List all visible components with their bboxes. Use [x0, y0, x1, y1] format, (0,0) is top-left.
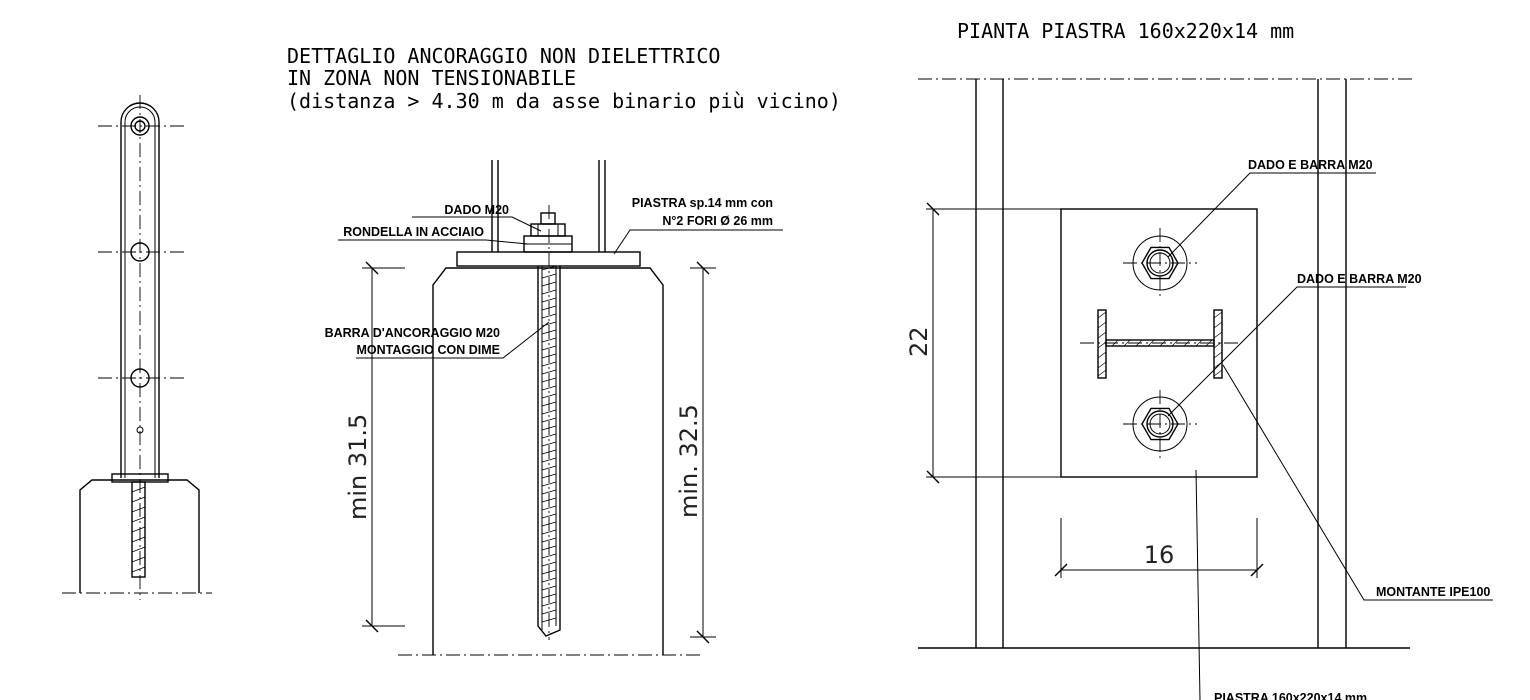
ipe-flange-left: [1097, 309, 1107, 379]
ipe-flange-right: [1213, 309, 1223, 379]
leader-dado: [412, 216, 542, 232]
section-bar-top: [540, 212, 556, 225]
label-dado: DADO M20: [444, 203, 509, 217]
label-piastra-plan: PIASTRA 160x220x14 mm: [1214, 691, 1367, 700]
dim-right-tick-bottom: [696, 630, 710, 644]
dim-left-text: min 31.5: [344, 414, 372, 520]
post-anchor-bar: [131, 481, 146, 578]
label-piastra-line1: PIASTRA sp.14 mm con: [632, 196, 773, 210]
ipe-hatch: [1097, 311, 1223, 377]
plan-bolt-bottom: [1123, 390, 1197, 460]
plan-dim-width-tick-left: [1054, 563, 1068, 577]
leader-dado-barra-top: [1167, 172, 1376, 258]
plan-dim-width-text: 16: [1144, 541, 1175, 569]
anchor-section-view: min 31.5 min. 32.5 DADO M20 RONDELLA IN …: [325, 160, 783, 656]
section-nut: [530, 223, 566, 237]
label-piastra-line2: N°2 FORI Ø 26 mm: [662, 214, 773, 228]
leader-piastra-plan: [1195, 469, 1201, 700]
label-montante: MONTANTE IPE100: [1376, 585, 1490, 599]
label-dado-barra-mid: DADO E BARRA M20: [1297, 272, 1422, 286]
dim-left-tick-bottom: [365, 619, 379, 633]
plan-title: PIANTA PIASTRA 160x220x14 mm: [957, 19, 1294, 43]
plan-dim-width-tick-right: [1250, 563, 1264, 577]
label-rondella: RONDELLA IN ACCIAIO: [343, 225, 484, 239]
leader-dado-barra-mid: [1167, 286, 1406, 417]
dim-left-tick-top: [365, 261, 379, 275]
leader-montante: [1222, 364, 1493, 601]
label-barra-line2: MONTAGGIO CON DIME: [356, 343, 500, 357]
detail-title-line2: IN ZONA NON TENSIONABILE: [287, 66, 576, 90]
detail-title-line1: DETTAGLIO ANCORAGGIO NON DIELETTRICO: [287, 44, 720, 68]
section-plate: [456, 251, 641, 267]
post-elevation-view: [62, 95, 212, 600]
plan-ipe-section: [1080, 309, 1240, 379]
detail-title-line3: (distanza > 4.30 m da asse binario più v…: [287, 89, 841, 113]
dim-right-text: min. 32.5: [675, 404, 703, 518]
dim-right-tick-top: [696, 261, 710, 275]
post-footing: [79, 479, 200, 593]
plan-bolt-top: [1123, 228, 1197, 300]
post-anchor-thread: [131, 486, 146, 573]
plate-plan-view: 22 16 DADO E BARRA M20 DADO E BARRA M20 …: [905, 78, 1493, 700]
plan-dim-height-tick-bottom: [926, 470, 940, 484]
section-anchor-bar: [537, 266, 561, 637]
label-barra-line1: BARRA D'ANCORAGGIO M20: [325, 326, 500, 340]
label-dado-barra-top: DADO E BARRA M20: [1248, 158, 1373, 172]
leader-rondella: [338, 239, 529, 245]
leader-barra: [356, 321, 550, 359]
plan-plate: [1060, 208, 1258, 478]
plan-dim-height-text: 22: [905, 326, 933, 357]
leader-piastra: [613, 229, 783, 255]
plan-dim-height-tick-top: [926, 202, 940, 216]
